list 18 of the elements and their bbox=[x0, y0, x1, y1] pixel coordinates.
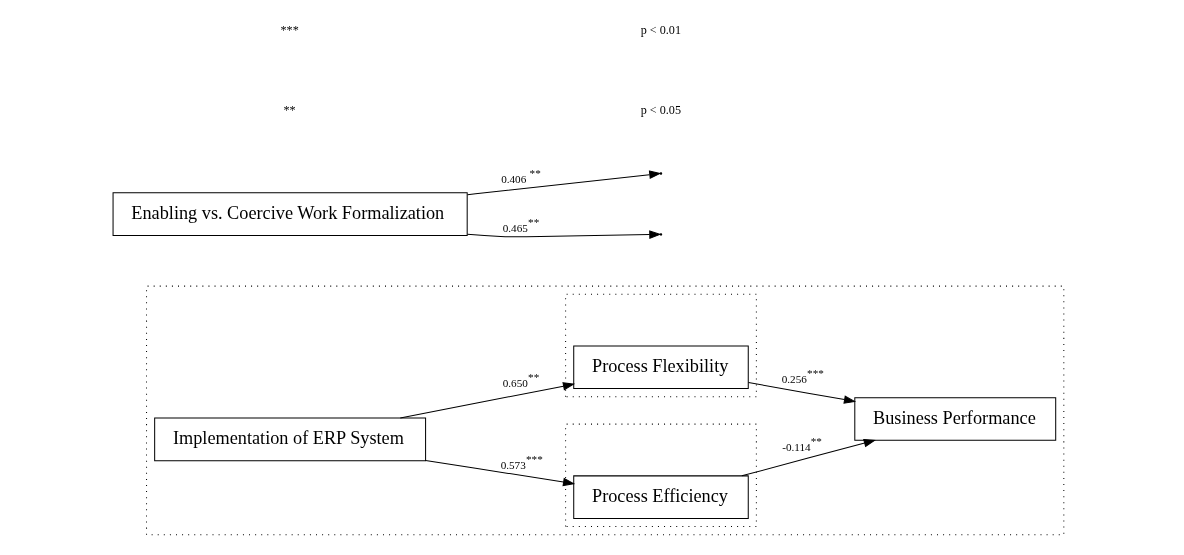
arrow bbox=[747, 382, 856, 404]
arrow bbox=[399, 382, 575, 419]
cluster bbox=[564, 293, 757, 398]
label: p < 0.05 bbox=[640, 102, 681, 117]
node-box: Process Flexibility bbox=[572, 345, 749, 390]
label: *** bbox=[279, 22, 299, 37]
node-box: Enabling vs. Coercive Work Formalization bbox=[112, 192, 468, 236]
arrow bbox=[740, 439, 876, 477]
arrow bbox=[466, 170, 661, 196]
arrow bbox=[466, 230, 661, 239]
cluster bbox=[145, 285, 1064, 536]
label: p < 0.01 bbox=[640, 22, 681, 37]
label: ** bbox=[283, 102, 296, 117]
node-box: Business Performance bbox=[853, 397, 1056, 441]
cluster bbox=[564, 423, 757, 528]
node-box: Implementation of ERP System bbox=[153, 417, 426, 462]
node-box: Process Efficiency bbox=[572, 475, 749, 519]
arrow bbox=[424, 459, 575, 487]
